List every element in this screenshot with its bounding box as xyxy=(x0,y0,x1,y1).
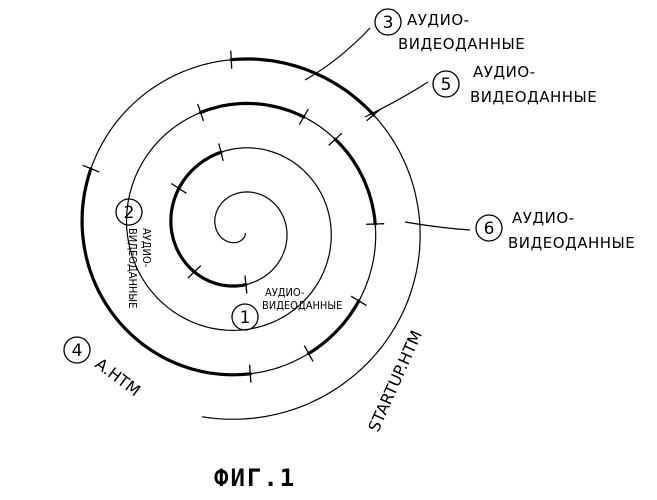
region-2-text-line1: АУДИО- xyxy=(140,228,153,268)
region-4-label: 4 A.HTM xyxy=(64,337,144,400)
region-1-text-line1: АУДИО- xyxy=(265,286,305,299)
segment-4-a-htm xyxy=(231,59,373,115)
segment-3 xyxy=(201,103,304,117)
segment-5 xyxy=(335,139,375,224)
region-5-number: 5 xyxy=(441,75,452,95)
region-2-number: 2 xyxy=(124,203,135,223)
startup-htm-label: STARTUP.HTM xyxy=(364,327,426,434)
region-2-label: 2 АУДИО- ВИДЕОДАННЫЕ xyxy=(116,199,153,308)
region-3-text-line1: АУДИО- xyxy=(407,11,470,29)
leader-line-6 xyxy=(405,222,470,230)
region-3-label: 3 АУДИО- ВИДЕОДАННЫЕ xyxy=(375,9,525,53)
region-4-number: 4 xyxy=(72,341,83,361)
boundary-tick xyxy=(304,346,313,362)
region-6-text-line1: АУДИО- xyxy=(512,209,575,227)
segment-1-2 xyxy=(171,152,246,286)
boundary-tick xyxy=(231,51,232,69)
region-5-label: 5 АУДИО- ВИДЕОДАННЫЕ xyxy=(433,63,597,106)
region-6-label: 6 АУДИО- ВИДЕОДАННЫЕ xyxy=(476,209,635,252)
region-2-text-line2: ВИДЕОДАННЫЕ xyxy=(126,228,139,308)
boundary-tick xyxy=(245,276,247,294)
region-5-text-line1: АУДИО- xyxy=(473,63,536,81)
region-1-text-line2: ВИДЕОДАННЫЕ xyxy=(262,299,342,312)
region-3-text-line2: ВИДЕОДАННЫЕ xyxy=(398,35,525,53)
region-6-number: 6 xyxy=(484,219,495,239)
figure-caption: ФИГ.1 xyxy=(214,464,296,492)
region-4-text: A.HTM xyxy=(92,354,144,400)
region-5-text-line2: ВИДЕОДАННЫЕ xyxy=(470,88,597,106)
region-1-number: 1 xyxy=(240,308,251,328)
boundary-tick xyxy=(366,224,384,225)
region-1-label: 1 АУДИО- ВИДЕОДАННЫЕ xyxy=(232,286,342,330)
leader-line-5 xyxy=(365,82,428,117)
region-3-number: 3 xyxy=(383,13,394,33)
boundary-tick xyxy=(250,365,251,383)
boundary-tick xyxy=(351,296,366,305)
region-6-text-line2: ВИДЕОДАННЫЕ xyxy=(508,234,635,252)
